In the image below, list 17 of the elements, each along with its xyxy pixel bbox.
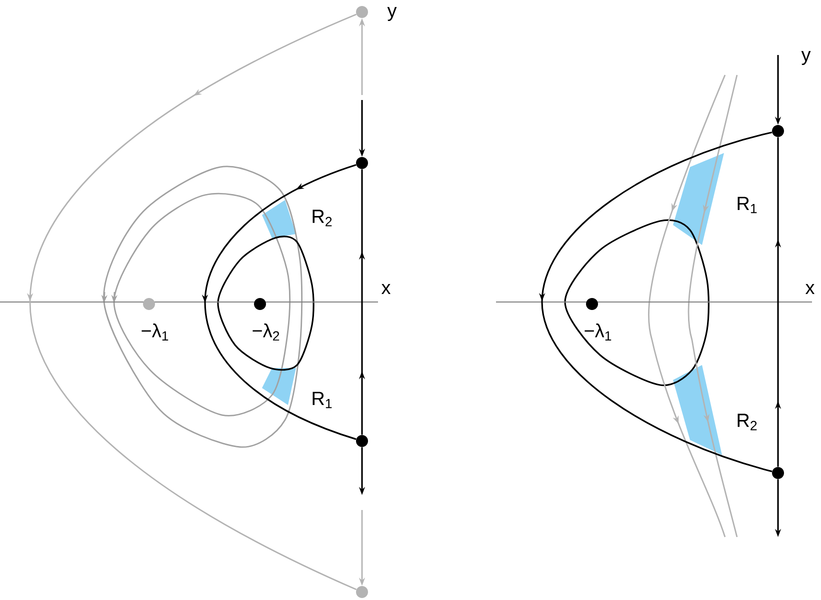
point bbox=[772, 467, 784, 479]
region-label: R$_{1}$ bbox=[312, 392, 332, 408]
axis-label: x bbox=[381, 284, 391, 294]
point bbox=[254, 298, 266, 310]
axis-label: y bbox=[387, 7, 397, 21]
point bbox=[586, 298, 598, 310]
point-label: −λ$_{2}$ bbox=[252, 323, 280, 341]
axis-label: y bbox=[801, 51, 811, 65]
point-label: −λ$_{1}$ bbox=[584, 324, 612, 340]
point bbox=[143, 298, 155, 310]
axis-label: x bbox=[805, 284, 815, 294]
region-label: R$_{2}$ bbox=[312, 210, 332, 226]
region-label: R$_{2}$ bbox=[738, 414, 757, 430]
point bbox=[356, 435, 368, 447]
point bbox=[356, 586, 368, 598]
point-label: −λ$_{1}$ bbox=[142, 324, 168, 340]
region-label: R$_{1}$ bbox=[738, 196, 757, 214]
